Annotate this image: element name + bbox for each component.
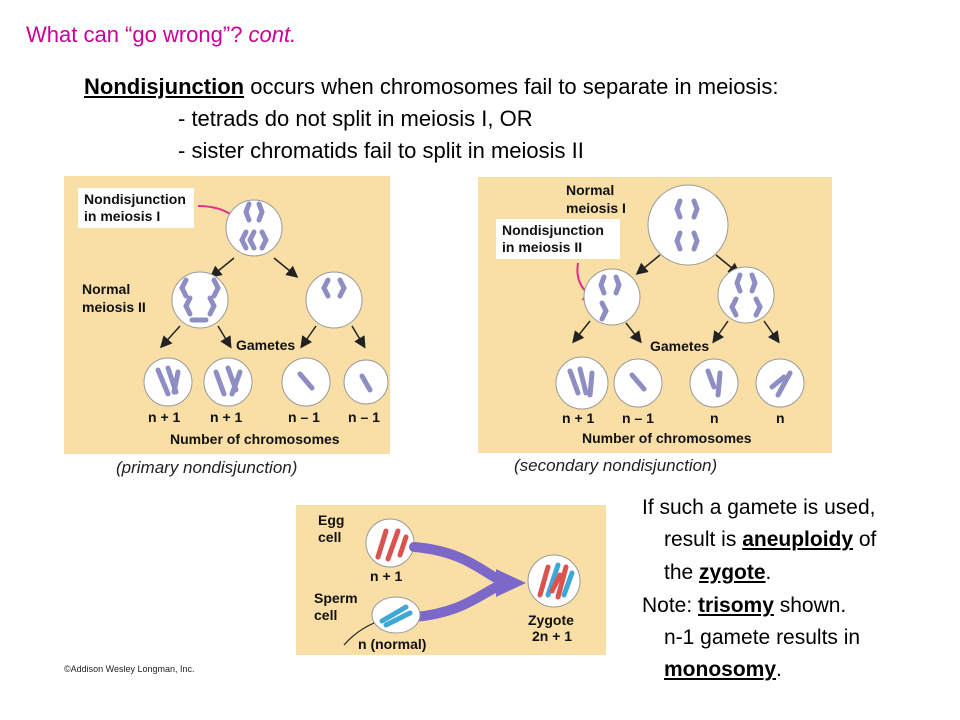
gamete-1 [143, 357, 193, 407]
note-line-3: the zygote. [664, 561, 771, 585]
sperm-line2: cell [314, 607, 337, 623]
note-line-2: result is aneuploidy of [664, 528, 876, 552]
note-l4-a: Note: [642, 594, 699, 617]
primary-caption: (primary nondisjunction) [116, 458, 298, 477]
egg-count: n + 1 [370, 568, 403, 584]
note-l3-a: the [664, 561, 700, 584]
note-l2-c: of [853, 528, 877, 551]
trisomy-term: trisomy [698, 594, 774, 617]
bullet-2: - sister chromatids fail to split in mei… [178, 138, 584, 163]
parent-cell [647, 184, 729, 266]
callout-line2: in meiosis I [84, 208, 160, 224]
intro-line: Nondisjunction occurs when chromosomes f… [84, 74, 778, 100]
secondary-caption: (secondary nondisjunction) [514, 456, 718, 475]
note-line-6: monosomy. [664, 658, 782, 682]
secondary-diagram-svg: Normal meiosis I Nondisjunction in meios… [496, 182, 805, 446]
nondisjunction-term: Nondisjunction [84, 74, 245, 99]
count-4: n – 1 [348, 409, 380, 425]
callout-line1: Nondisjunction [502, 222, 604, 238]
note-l6-b: . [776, 658, 782, 681]
callout-line1: Nondisjunction [84, 191, 186, 207]
secondary-nondisjunction-diagram: Normal meiosis I Nondisjunction in meios… [478, 177, 832, 453]
normal-meiosis-line2: meiosis II [82, 299, 146, 315]
cell-meiosis2-left [583, 268, 641, 326]
monosomy-term: monosomy [664, 658, 777, 681]
zygote-count: 2n + 1 [532, 628, 572, 644]
primary-nondisjunction-diagram: Nondisjunction in meiosis I Normal meios… [64, 176, 390, 454]
aneuploidy-term: aneuploidy [742, 528, 854, 551]
sperm-count: n (normal) [358, 636, 426, 652]
note-l2-a: result is [664, 528, 743, 551]
title-cont: cont. [248, 22, 297, 47]
title-main: What can “go wrong”? [26, 22, 249, 47]
credit-text: ©Addison Wesley Longman, Inc. [64, 664, 195, 674]
parent-cell [225, 199, 283, 257]
callout-box [496, 219, 620, 259]
note-line-1: If such a gamete is used, [642, 496, 876, 519]
count-4: n [776, 410, 785, 426]
cell-meiosis2-left [171, 271, 229, 329]
callout-box [78, 188, 194, 228]
gametes-label: Gametes [650, 338, 709, 354]
primary-diagram-svg: Nondisjunction in meiosis I Normal meios… [78, 188, 389, 447]
bullet-1: - tetrads do not split in meiosis I, OR [178, 106, 533, 131]
note-line-4: Note: trisomy shown. [642, 594, 846, 618]
parent-chromosomes [239, 201, 269, 251]
note-l3-c: . [765, 561, 772, 584]
fusion-arrow [409, 542, 507, 622]
note-line-5: n-1 gamete results in [664, 626, 861, 649]
footer-label: Number of chromosomes [170, 431, 340, 447]
count-3: n [710, 410, 719, 426]
count-3: n – 1 [288, 409, 320, 425]
gametes-label: Gametes [236, 337, 295, 353]
zygote-diagram-svg: Egg cell n + 1 Sperm cell n (normal) Zyg… [314, 512, 581, 652]
callout-line2: in meiosis II [502, 239, 582, 255]
egg-line2: cell [318, 529, 341, 545]
normal-meiosis-line1: Normal [82, 281, 130, 297]
zygote-term: zygote [699, 561, 766, 584]
count-1: n + 1 [148, 409, 181, 425]
normal-meiosis1-line2: meiosis I [566, 200, 626, 216]
gamete-2 [203, 357, 253, 407]
cell-meiosis2-right [305, 271, 363, 329]
zygote-diagram: Egg cell n + 1 Sperm cell n (normal) Zyg… [296, 505, 606, 655]
slide-title: What can “go wrong”? cont. [26, 22, 296, 48]
count-2: n – 1 [622, 410, 654, 426]
count-2: n + 1 [210, 409, 243, 425]
count-1: n + 1 [562, 410, 595, 426]
normal-meiosis1-line1: Normal [566, 182, 614, 198]
zygote-label: Zygote [528, 612, 574, 628]
note-l4-c: shown. [773, 594, 847, 617]
egg-line1: Egg [318, 512, 344, 528]
cell-meiosis2-right [717, 266, 775, 324]
footer-label: Number of chromosomes [582, 430, 752, 446]
sperm-line1: Sperm [314, 590, 358, 606]
intro-rest: occurs when chromosomes fail to separate… [244, 74, 779, 99]
